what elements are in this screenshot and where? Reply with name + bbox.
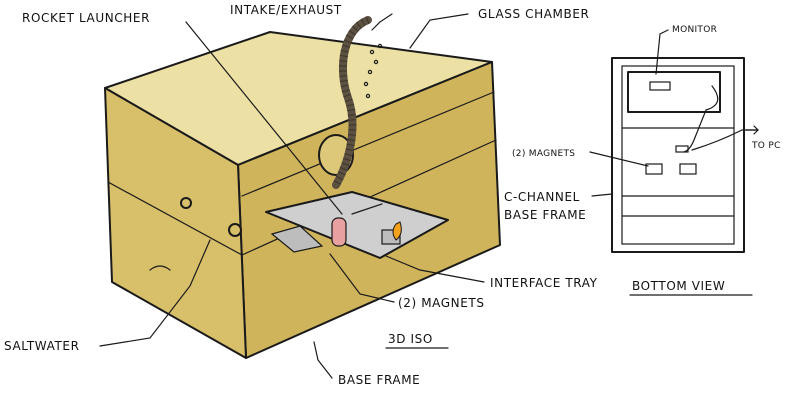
intake-exhaust-label: INTAKE/EXHAUST [230, 3, 342, 17]
intake-exhaust-hose [332, 16, 372, 189]
bottom-connector [675, 145, 689, 153]
exhaust-bubbles [363, 43, 383, 99]
saltwater-label: SALTWATER [4, 339, 80, 353]
bottom-view-caption: BOTTOM VIEW [632, 279, 725, 293]
glass-chamber-label: GLASS CHAMBER [478, 7, 589, 21]
interface-tray [265, 191, 449, 259]
intake-port-left [180, 197, 192, 209]
c-channel-label: C-CHANNEL [504, 190, 580, 204]
base-frame-label: BASE FRAME [338, 373, 420, 387]
intake-port-right [228, 223, 242, 237]
monitor-screen [649, 81, 671, 91]
magnets-iso-label: (2) MAGNETS [398, 296, 485, 310]
tray-magnet-left [270, 225, 324, 253]
bottom-inner-frame [621, 65, 735, 245]
c-channel-base-frame-label: BASE FRAME [504, 208, 586, 222]
pc-cable [691, 129, 759, 151]
to-pc-label: TO PC [751, 141, 781, 151]
magnets-bottom-label: (2) MAGNETS [512, 149, 575, 159]
bottom-view [611, 57, 759, 253]
bottom-outer-frame [611, 57, 745, 253]
monitor-label: MONITOR [672, 25, 717, 35]
interface-tray-label: INTERFACE TRAY [490, 276, 598, 290]
bottom-magnet-left [645, 163, 663, 175]
bottom-magnet-right [679, 163, 697, 175]
tank-front-face [104, 87, 247, 359]
rocket-launcher-label: ROCKET LAUNCHER [22, 11, 150, 25]
monitor-box [627, 71, 721, 113]
flame-icon [392, 221, 402, 241]
rocket-icon [331, 217, 347, 247]
base-frame-line-front [107, 181, 243, 256]
tray-arm [351, 203, 383, 215]
leader-lines-bottom [589, 29, 759, 197]
water-line-side [241, 91, 495, 197]
iso-caption: 3D ISO [388, 332, 433, 346]
leader-lines-iso [99, 13, 485, 379]
